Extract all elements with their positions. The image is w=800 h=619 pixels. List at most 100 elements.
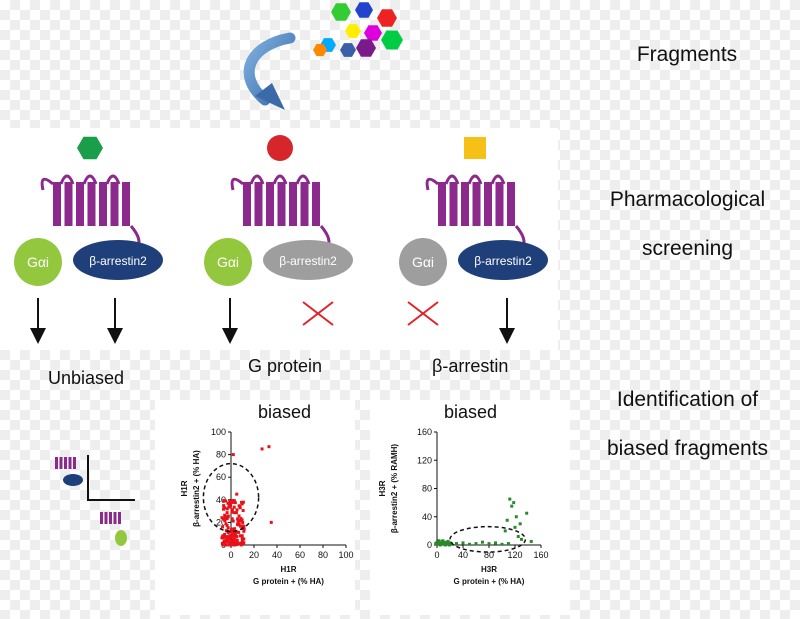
arrestin-label: β-arrestin2	[474, 254, 532, 268]
data-point	[230, 541, 234, 545]
data-point	[225, 507, 229, 511]
x-tick-label: 40	[458, 550, 468, 560]
data-point	[235, 492, 239, 496]
data-point	[513, 525, 517, 529]
data-point	[222, 499, 226, 503]
data-point	[230, 527, 234, 531]
data-point	[237, 530, 241, 534]
data-point	[435, 540, 439, 544]
data-point	[474, 542, 478, 546]
g-protein-label: Gαi	[27, 254, 49, 270]
data-point	[225, 517, 229, 521]
data-point	[231, 538, 235, 542]
data-point	[226, 515, 230, 519]
g-protein-circle	[399, 238, 447, 286]
data-point	[437, 539, 441, 543]
data-point	[228, 500, 232, 504]
highlight-ellipse	[202, 462, 260, 533]
label-fragments: Fragments	[636, 43, 738, 66]
data-point	[529, 539, 533, 543]
highlight-ellipse	[449, 525, 527, 553]
data-point	[231, 533, 235, 537]
data-point	[232, 543, 236, 547]
fragment-hexagon	[356, 39, 376, 57]
data-point	[234, 511, 238, 515]
data-point	[234, 535, 238, 539]
x-tick-label: 0	[434, 550, 439, 560]
data-point	[229, 530, 233, 534]
data-point	[237, 514, 241, 518]
data-point	[442, 540, 446, 544]
y-tick-label: 40	[422, 512, 432, 522]
arrestin-ellipse	[458, 240, 548, 280]
data-point	[267, 445, 271, 449]
chart-panel-h3r	[370, 400, 570, 615]
data-point	[235, 538, 239, 542]
data-point	[230, 500, 234, 504]
data-point	[228, 504, 232, 508]
x-tick-label: 80	[484, 550, 494, 560]
fragment-hexagons	[313, 2, 403, 57]
fragment-hexagon	[340, 43, 356, 57]
data-point	[242, 537, 246, 541]
data-point	[500, 542, 504, 546]
data-point	[239, 524, 243, 528]
data-point	[241, 521, 245, 525]
data-point	[240, 502, 244, 506]
x-axis-label-receptor: H1R	[280, 565, 296, 574]
data-point	[237, 504, 241, 508]
arrestin-ellipse	[263, 240, 353, 280]
data-point	[226, 539, 230, 543]
data-point	[233, 540, 237, 544]
data-point	[512, 501, 516, 505]
data-point	[236, 523, 240, 527]
data-point	[510, 504, 514, 508]
scatter-inset-icon	[55, 455, 135, 546]
data-point	[468, 542, 471, 546]
x-axis-label: G protein + (% HA)	[454, 577, 525, 586]
fragment-hexagon	[313, 43, 327, 57]
data-point	[508, 497, 512, 501]
y-tick-label: 160	[417, 427, 432, 437]
data-point	[269, 520, 273, 524]
data-point	[242, 529, 246, 533]
data-point	[233, 527, 237, 531]
receptor-7tm-icon	[40, 174, 141, 249]
label-pharmacological: Pharmacological	[609, 188, 766, 211]
x-tick-label: 40	[272, 550, 282, 560]
y-tick-label: 100	[211, 427, 226, 437]
data-point	[235, 530, 239, 534]
data-point	[226, 531, 230, 535]
data-point	[231, 519, 235, 523]
x-tick-label: 100	[338, 550, 353, 560]
label-screening: screening	[641, 237, 734, 260]
data-point	[260, 447, 264, 451]
data-point	[446, 539, 450, 543]
data-point	[224, 499, 228, 503]
outcome-beta-arrestin: β-arrestin	[432, 356, 509, 376]
data-point	[503, 529, 507, 533]
data-point	[235, 508, 239, 512]
data-point	[236, 517, 240, 521]
fragment-hexagon	[381, 30, 403, 50]
data-point	[224, 538, 228, 542]
scatter-chart-0: 020406080100020406080100H1RG protein + (…	[180, 427, 354, 586]
data-point	[224, 522, 228, 526]
data-point	[236, 519, 240, 523]
data-point	[222, 542, 226, 546]
data-point	[230, 508, 234, 512]
data-point	[230, 535, 234, 539]
data-point	[239, 543, 243, 547]
data-point	[233, 531, 237, 535]
data-point	[232, 505, 236, 509]
biased-label-arrestin: biased	[444, 402, 498, 422]
data-point	[224, 543, 228, 547]
data-point	[481, 540, 484, 544]
fragment-hexagon	[355, 2, 373, 18]
data-point	[461, 541, 465, 545]
g-protein-circle	[14, 238, 62, 286]
x-tick-label: 160	[533, 550, 548, 560]
receptor-7tm-icon	[230, 174, 331, 249]
